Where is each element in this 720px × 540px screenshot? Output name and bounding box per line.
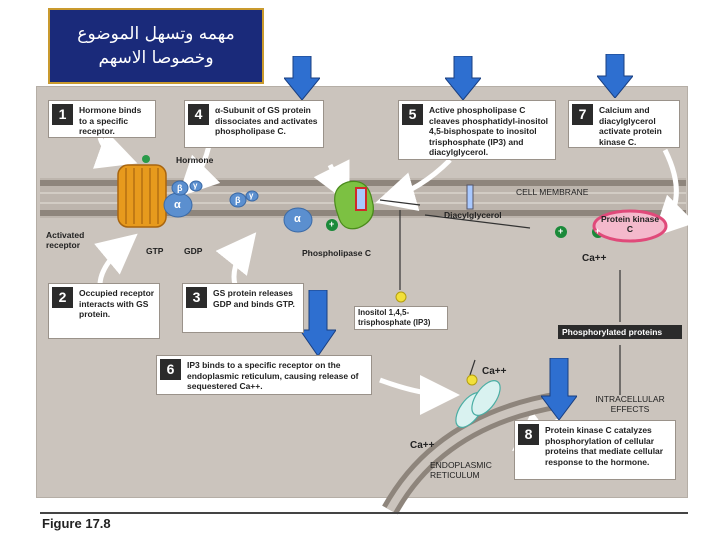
g-protein-complex <box>163 180 313 233</box>
step-text: Occupied receptor interacts with GS prot… <box>79 288 155 319</box>
gamma-free-label: γ <box>249 191 254 200</box>
step-number: 1 <box>52 104 73 125</box>
ip3-receptor-channel <box>455 380 501 428</box>
blue-arrow-4-icon <box>300 290 336 356</box>
calcium-label-top: Ca++ <box>582 253 607 264</box>
step-text: Protein kinase C catalyzes phosphorylati… <box>545 425 664 467</box>
step-number: 6 <box>160 359 181 380</box>
slide-title-line2: وخصوصا الاسهم <box>98 48 214 68</box>
step-text: α-Subunit of GS protein dissociates and … <box>215 105 318 136</box>
caption-divider <box>40 512 688 514</box>
alpha-free-label: α <box>294 213 301 225</box>
hormone-dot <box>142 155 150 163</box>
intracellular-effects-label: INTRACELLULAR EFFECTS <box>595 394 665 414</box>
gtp-label: GTP <box>146 246 164 256</box>
step-8-box: 8 Protein kinase C catalyzes phosphoryla… <box>514 420 676 480</box>
endoplasmic-reticulum-label: ENDOPLASMIC RETICULUM <box>430 460 492 480</box>
receptor-shape <box>117 164 167 228</box>
diacylglycerol-label: Diacylglycerol <box>444 210 502 220</box>
phospholipase-c-label: Phospholipase C <box>302 248 371 258</box>
ip3-bound-dot <box>466 374 478 386</box>
activated-receptor-label: Activated receptor <box>46 230 85 250</box>
protein-kinase-c-shape <box>592 209 668 243</box>
phosphorylated-proteins-label: Phosphorylated proteins <box>558 325 682 339</box>
calcium-label-bottom: Ca++ <box>410 440 435 451</box>
protein-kinase-c-label: Protein kinase C <box>600 214 660 234</box>
plus-sign-2: + <box>558 226 564 236</box>
plus-sign-1: + <box>329 219 335 229</box>
step-number: 2 <box>52 287 73 308</box>
step-number: 8 <box>518 424 539 445</box>
step-text: Calcium and diacylglycerol activate prot… <box>599 105 662 147</box>
step-number: 7 <box>572 104 593 125</box>
step-7-box: 7 Calcium and diacylglycerol activate pr… <box>568 100 680 148</box>
figure-caption: Figure 17.8 <box>42 516 111 531</box>
beta-subunit-label: β <box>177 183 183 193</box>
ip3-label: Inositol 1,4,5-trisphosphate (IP3) <box>354 306 448 330</box>
pathway-lines <box>379 199 621 395</box>
step-text: Active phospholipase C cleaves phosphati… <box>429 105 549 157</box>
alpha-subunit-label: α <box>174 199 181 211</box>
step-6-box: 6 IP3 binds to a specific receptor on th… <box>156 355 372 395</box>
gdp-label: GDP <box>184 246 203 256</box>
blue-arrow-3-icon <box>597 54 633 98</box>
diacylglycerol-marker <box>466 184 474 210</box>
step-2-box: 2 Occupied receptor interacts with GS pr… <box>48 283 160 339</box>
step-3-box: 3 GS protein releases GDP and binds GTP. <box>182 283 304 333</box>
step-number: 3 <box>186 287 207 308</box>
step-number: 5 <box>402 104 423 125</box>
blue-arrow-1-icon <box>284 56 320 100</box>
er-membrane <box>382 391 562 515</box>
step-text: IP3 binds to a specific receptor on the … <box>187 360 359 391</box>
phospholipase-c-shape <box>334 180 374 230</box>
blue-arrow-2-icon <box>445 56 481 100</box>
hormone-label: Hormone <box>176 155 214 165</box>
step-text: GS protein releases GDP and binds GTP. <box>213 288 295 309</box>
step-5-box: 5 Active phospholipase C cleaves phospha… <box>398 100 556 160</box>
slide-title-line1: مهمه وتسهل الموضوع <box>77 24 235 44</box>
calcium-label-er: Ca++ <box>482 366 507 377</box>
step-1-box: 1 Hormone binds to a specific receptor. <box>48 100 156 138</box>
plus-sign-3: + <box>595 226 601 236</box>
step-4-box: 4 α-Subunit of GS protein dissociates an… <box>184 100 324 148</box>
step-number: 4 <box>188 104 209 125</box>
step-text: Hormone binds to a specific receptor. <box>79 105 142 136</box>
pip2-marker <box>355 187 367 211</box>
slide-title: مهمه وتسهل الموضوع وخصوصا الاسهم <box>48 8 264 84</box>
blue-arrow-5-icon <box>541 358 577 420</box>
ip3-dot <box>395 291 407 303</box>
cell-membrane-label: CELL MEMBRANE <box>516 187 589 197</box>
beta-free-label: β <box>235 195 241 205</box>
gamma-subunit-label: γ <box>193 181 198 190</box>
